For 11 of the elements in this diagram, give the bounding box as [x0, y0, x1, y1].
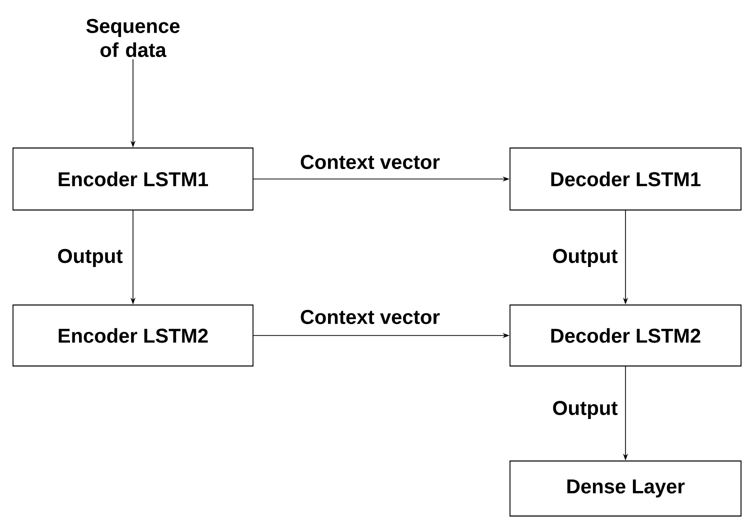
edge-label: Context vector: [299, 308, 442, 326]
edge-label: Output: [551, 248, 619, 268]
input-label: Sequence of data: [86, 18, 180, 58]
process-box: Decoder LSTM2: [510, 304, 742, 366]
process-box: Encoder LSTM1: [12, 148, 254, 210]
process-box: Dense Layer: [510, 460, 742, 516]
edge-label: Output: [551, 400, 619, 420]
edge-label: Context vector: [299, 154, 442, 170]
process-box: Encoder LSTM2: [12, 304, 254, 366]
process-box: Decoder LSTM1: [510, 148, 742, 210]
edge-label: Output: [56, 248, 124, 268]
